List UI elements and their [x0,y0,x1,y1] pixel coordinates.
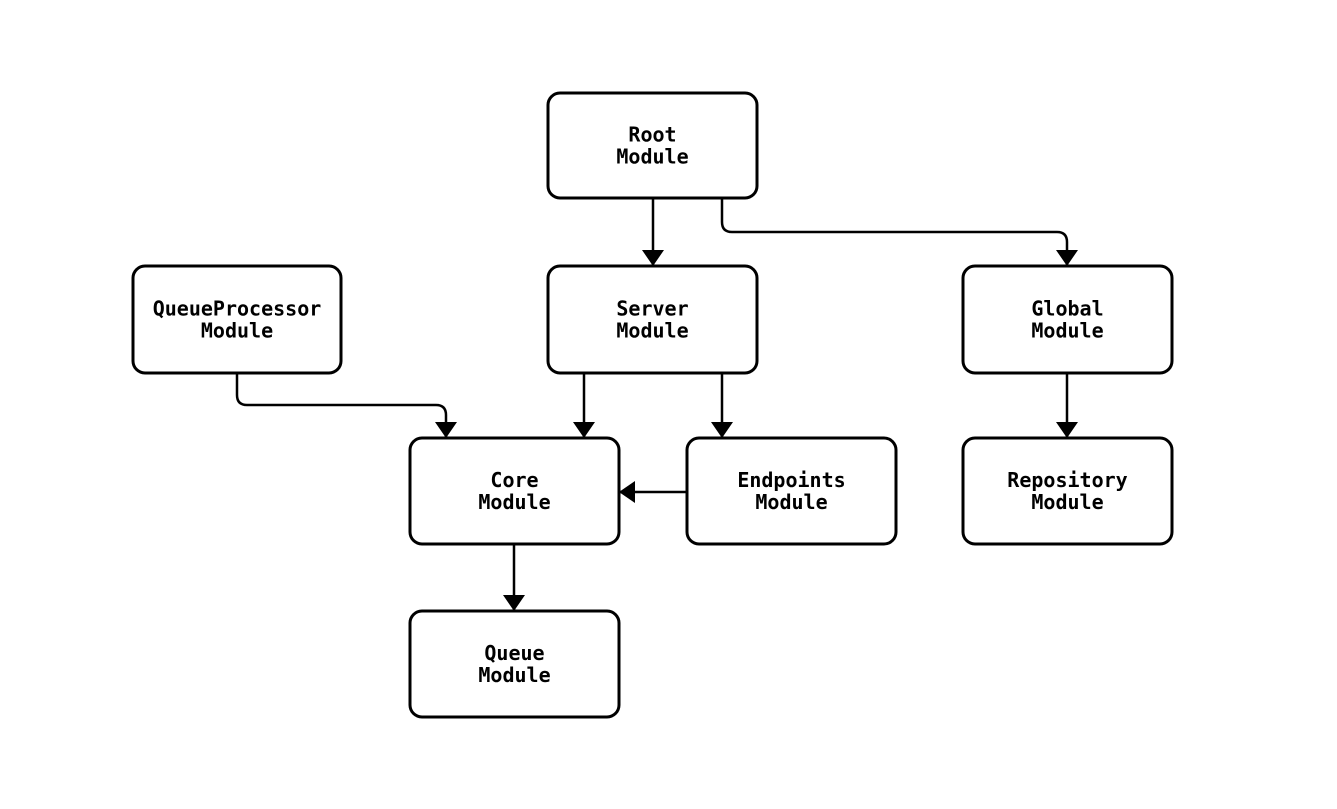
node-server-box[interactable] [546,264,759,375]
edge-queueprocessor-to-core [235,373,457,438]
node-server-label-line-2: Module [616,319,688,343]
node-root-box[interactable] [546,91,759,200]
edge-root-to-global [720,198,1078,266]
node-core-label-line-2: Module [478,490,550,514]
node-repository-label-line-1: Repository [1007,468,1127,492]
node-queueprocessor-box[interactable] [131,264,343,375]
node-core-label-line-1: Core [490,468,538,492]
node-root-label-line-2: Module [616,145,688,169]
node-queue-label-line-1: Queue [484,641,544,665]
node-endpoints-box[interactable] [685,436,898,546]
node-global-box[interactable] [961,264,1174,375]
node-queueprocessor-label-line-1: QueueProcessor [153,297,322,321]
node-queueprocessor-label-line-2: Module [201,319,273,343]
node-core-box[interactable] [408,436,621,546]
node-endpoints-label-line-1: Endpoints [737,468,845,492]
node-endpoints-label-line-2: Module [755,490,827,514]
node-repository-box[interactable] [961,436,1174,546]
node-queue-box[interactable] [408,609,621,719]
node-root-label-line-1: Root [628,123,676,147]
node-global-label-line-2: Module [1031,319,1103,343]
node-queue-label-line-2: Module [478,663,550,687]
node-server-label-line-1: Server [616,297,688,321]
node-repository-label-line-2: Module [1031,490,1103,514]
node-global-label-line-1: Global [1031,297,1103,321]
